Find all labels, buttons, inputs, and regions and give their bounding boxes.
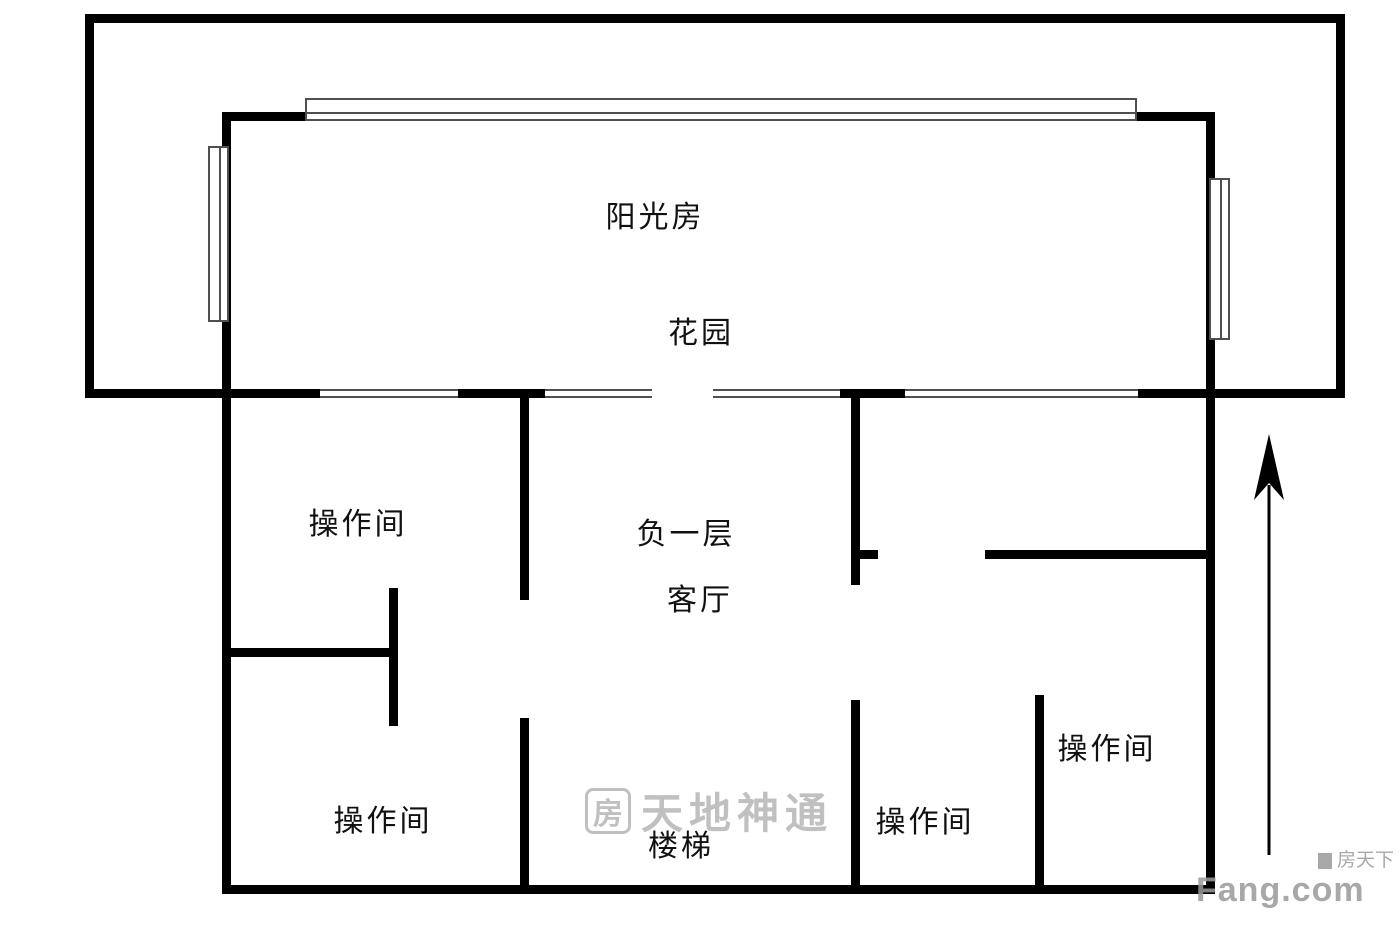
watermark-corner-brand-row: 房天下 (1196, 851, 1394, 870)
wall-partition-right-vertical (1035, 695, 1044, 894)
door-gap-garden (652, 389, 713, 398)
window-sunroom-right (1209, 178, 1230, 340)
room-label-basement-line2: 客厅 (667, 584, 733, 617)
room-label-workroom-right: 操作间 (1057, 733, 1157, 766)
watermark-center-text: 天地神通 (641, 792, 834, 838)
watermark-center: 房 天地神通 (585, 780, 833, 841)
window-mid-1 (320, 389, 458, 398)
wall-left-outer (222, 112, 231, 894)
wall-partition-right-horizontal (985, 550, 1215, 559)
watermark-corner-brand: 房天下 (1336, 850, 1394, 871)
wall-bottom-outer (222, 885, 1215, 894)
window-sunroom-right-mullion (1220, 180, 1222, 338)
wall-sunroom-top-left (222, 112, 310, 121)
room-label-garden: 花园 (668, 317, 734, 350)
window-mid-4 (905, 389, 1138, 398)
room-label-sunroom: 阳光房 (605, 201, 705, 234)
room-label-workroom-bottom-left: 操作间 (333, 805, 433, 838)
window-sunroom-top (305, 98, 1137, 121)
wall-partition-left-vertical (389, 588, 398, 726)
window-sunroom-left-mullion (219, 148, 221, 320)
room-label-workroom-top-left: 操作间 (308, 508, 408, 541)
north-arrow-icon (1254, 434, 1284, 855)
wall-partition-center-right-upper (851, 389, 860, 585)
wall-garden-top (85, 14, 1345, 23)
wall-partition-left-horizontal (222, 648, 398, 657)
window-sunroom-left (208, 146, 229, 322)
room-label-stairs: 楼梯 (648, 830, 714, 863)
room-label-basement-line1: 负一层 (636, 518, 736, 551)
wall-partition-center-left-lower (520, 718, 529, 894)
wall-partition-center-right-lower (851, 700, 860, 894)
window-sunroom-top-mullion (307, 112, 1135, 114)
wall-garden-right (1336, 14, 1345, 398)
wall-right-outer (1206, 112, 1215, 894)
wall-partition-center-left-upper (520, 389, 529, 600)
wall-partition-center-right-stub (851, 550, 878, 559)
fang-logo-icon (1317, 852, 1332, 869)
watermark-corner-domain: Fang.com (1196, 871, 1365, 909)
window-mid-2 (545, 389, 652, 398)
window-mid-3 (713, 389, 840, 398)
room-label-workroom-bottom-middle: 操作间 (875, 806, 975, 839)
wall-sunroom-top-right (1132, 112, 1215, 121)
watermark-center-logo-icon: 房 (585, 787, 631, 834)
watermark-corner: 房天下 Fang.com (1196, 851, 1394, 907)
wall-garden-left (85, 14, 94, 398)
